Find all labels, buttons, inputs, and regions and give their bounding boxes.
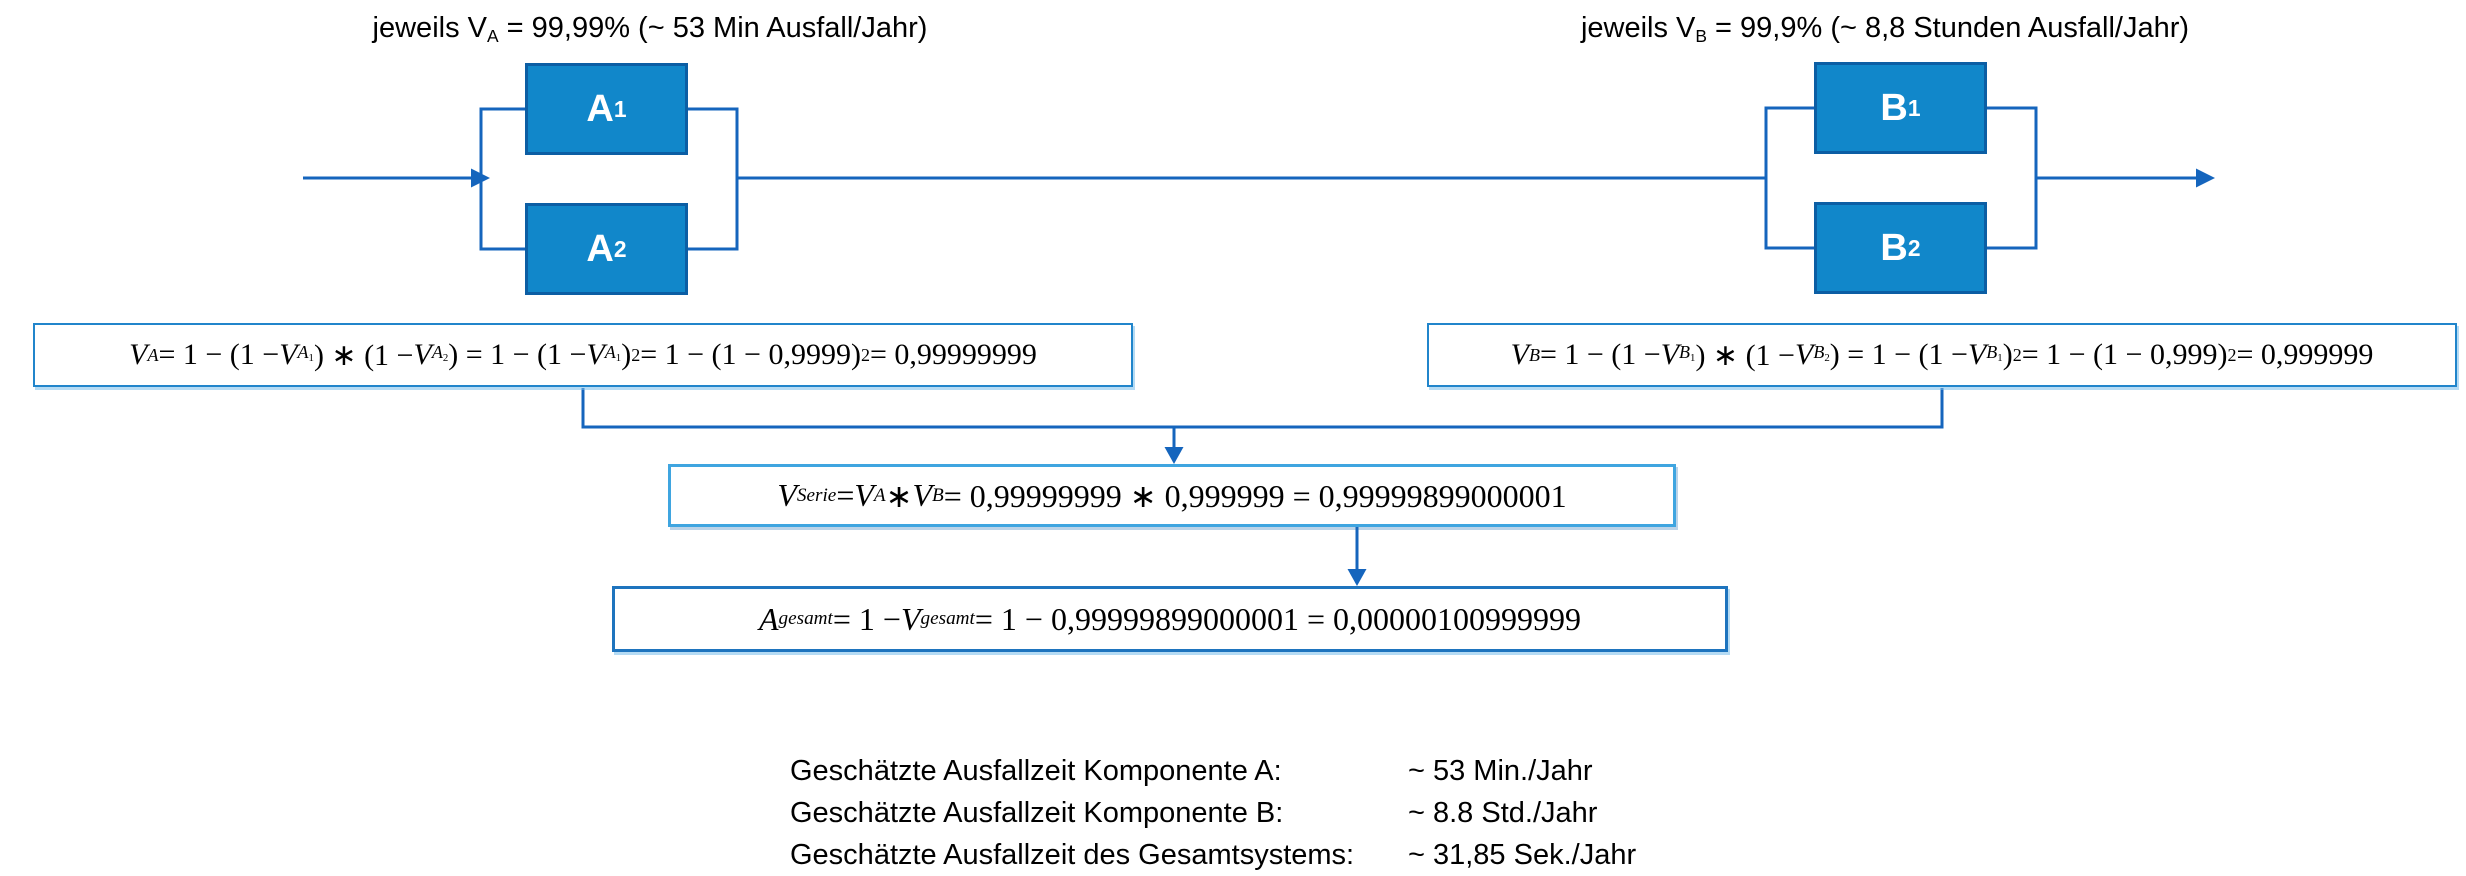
output-arrowhead-icon [2196,168,2215,188]
gesamt-arrowhead-icon [1347,569,1367,586]
summary-label-b: Geschätzte Ausfallzeit Komponente B: [790,796,1284,829]
serie-arrowhead-icon [1164,447,1184,464]
b-group-right-rail [1987,106,2038,250]
a-group-right-rail [688,107,739,251]
summary-label-total: Geschätzte Ausfallzeit des Gesamtsystems… [790,838,1355,871]
availability-label-b: jeweils VB = 99,9% (~ 8,8 Stunden Ausfal… [1580,12,2190,46]
summary-table: Geschätzte Ausfallzeit Komponente A: ~ 5… [790,750,1636,876]
b-group-left-rail [1764,106,1814,250]
a-group-left-rail [479,107,525,251]
availability-label-a: jeweils VA = 99,99% (~ 53 Min Ausfall/Ja… [372,12,928,46]
summary-row-total: Geschätzte Ausfallzeit des Gesamtsystems… [790,834,1636,876]
summary-value-total: ~ 31,85 Sek./Jahr [1408,838,1637,871]
summary-row-b: Geschätzte Ausfallzeit Komponente B: ~ 8… [790,792,1636,834]
summary-value-a: ~ 53 Min./Jahr [1408,754,1593,787]
summary-row-a: Geschätzte Ausfallzeit Komponente A: ~ 5… [790,750,1636,792]
summary-label-a: Geschätzte Ausfallzeit Komponente A: [790,754,1282,787]
summary-value-b: ~ 8.8 Std./Jahr [1408,796,1598,829]
formula-merge-bracket [581,388,1944,429]
